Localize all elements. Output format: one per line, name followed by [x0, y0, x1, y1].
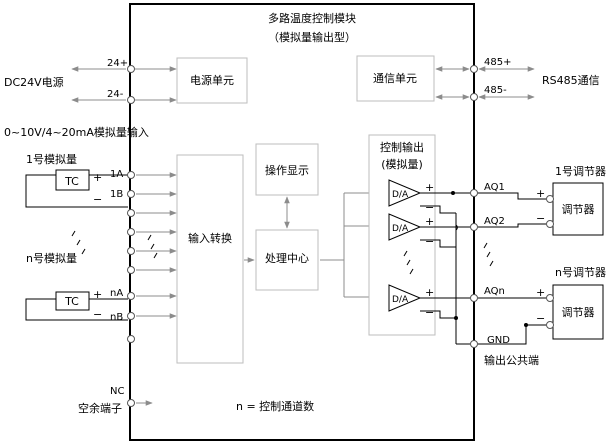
ellipsis-input-outside — [71, 230, 86, 255]
svg-text:D/A: D/A — [392, 224, 409, 234]
module-border — [129, 3, 475, 441]
comm-label: RS485通信 — [542, 74, 600, 87]
power-unit-box — [176, 57, 248, 104]
dac-1: D/A + − — [388, 179, 434, 214]
ellipsis-input-inside — [147, 234, 158, 259]
chn-a-label: nA — [110, 288, 123, 299]
input-convert-label: 输入转换 — [188, 231, 232, 245]
control-output-title: 控制输出 — [380, 140, 424, 154]
comm-unit-label: 通信单元 — [373, 72, 417, 85]
ch1-tc-box — [55, 169, 90, 191]
aq1-label: AQ1 — [484, 182, 505, 193]
svg-text:−: − — [425, 306, 434, 319]
cpu-box — [255, 229, 319, 291]
module-title: 多路温度控制模块 — [268, 11, 356, 25]
regulator-n-text: 调节器 — [562, 306, 595, 319]
svg-text:D/A: D/A — [392, 190, 409, 200]
regulator-terminals — [546, 195, 554, 329]
gnd-label: GND — [487, 335, 510, 346]
gnd-ext-node — [524, 323, 528, 327]
ch1-a-label: 1A — [110, 169, 123, 180]
nc-desc: 空余端子 — [78, 401, 122, 415]
regulator-1-plus: + — [536, 187, 545, 200]
svg-text:−: − — [425, 201, 434, 214]
aq2-ext-wire — [478, 223, 546, 228]
ch1-name: 1号模拟量 — [26, 152, 77, 166]
regulator-n-box — [552, 284, 604, 340]
chn-tc-label: TC — [64, 295, 79, 308]
dacn-minus-wire — [420, 310, 456, 319]
cpu-label: 处理中心 — [265, 252, 309, 265]
ch1-minus: − — [93, 193, 102, 206]
dac1-minus-wire — [420, 205, 456, 214]
aq2-label: AQ2 — [484, 216, 505, 227]
regulator-1-label: 1号调节器 — [555, 165, 606, 178]
ch1-plus: + — [93, 171, 102, 184]
dac2-minus-wire — [420, 239, 456, 248]
input-range-label: 0~10V/4~20mA模拟量输入 — [4, 125, 149, 139]
regulator-n-minus: − — [536, 312, 545, 325]
control-output-subtitle: (模拟量) — [381, 157, 423, 171]
svg-text:+: + — [425, 215, 434, 228]
module-subtitle: （模拟量输出型） — [268, 30, 356, 44]
power-minus-label: 24- — [107, 89, 124, 100]
aq1-node — [451, 191, 455, 195]
display-label: 操作显示 — [265, 163, 309, 177]
regulator-1-minus: − — [536, 212, 545, 225]
power-plus-label: 24+ — [107, 58, 128, 69]
dac-n: D/A + − — [388, 284, 434, 319]
right-terminals — [470, 65, 478, 348]
left-terminals — [127, 65, 135, 407]
channel-note: n = 控制通道数 — [236, 399, 314, 413]
ch1-b-label: 1B — [110, 189, 123, 200]
chn-tc-box — [55, 291, 90, 311]
display-box — [255, 143, 319, 196]
svg-text:−: − — [425, 235, 434, 248]
power-source-label: DC24V电源 — [4, 75, 64, 89]
ellipsis-output-inside — [403, 250, 414, 275]
regulator-1-box — [552, 182, 604, 236]
dac-2: D/A + − — [388, 213, 434, 248]
regulator-1-text: 调节器 — [562, 203, 595, 216]
chn-minus: − — [93, 308, 102, 321]
chn-b-label: nB — [110, 312, 123, 323]
svg-text:+: + — [425, 181, 434, 194]
common-label: 输出公共端 — [484, 353, 539, 367]
comm-unit-box — [356, 55, 435, 102]
comm-minus-label: 485- — [484, 85, 507, 96]
svg-text:+: + — [425, 286, 434, 299]
power-unit-label: 电源单元 — [190, 73, 234, 87]
regulator-n-label: n号调节器 — [555, 266, 606, 279]
comm-plus-label: 485+ — [484, 57, 511, 68]
input-convert-box — [176, 154, 244, 364]
ellipsis-output-outside — [483, 242, 494, 267]
svg-text:D/A: D/A — [392, 295, 409, 305]
common-node — [454, 316, 458, 320]
chn-name: n号模拟量 — [26, 251, 77, 265]
nc-label: NC — [110, 386, 124, 397]
chn-plus: + — [93, 288, 102, 301]
aqn-label: AQn — [484, 286, 505, 297]
ch1-tc-label: TC — [64, 175, 79, 188]
gnd-ext-wire — [478, 324, 546, 345]
regulator-n-plus: + — [536, 286, 545, 299]
aq1-ext-wire — [478, 192, 546, 200]
rail-hop-1 — [455, 224, 458, 231]
